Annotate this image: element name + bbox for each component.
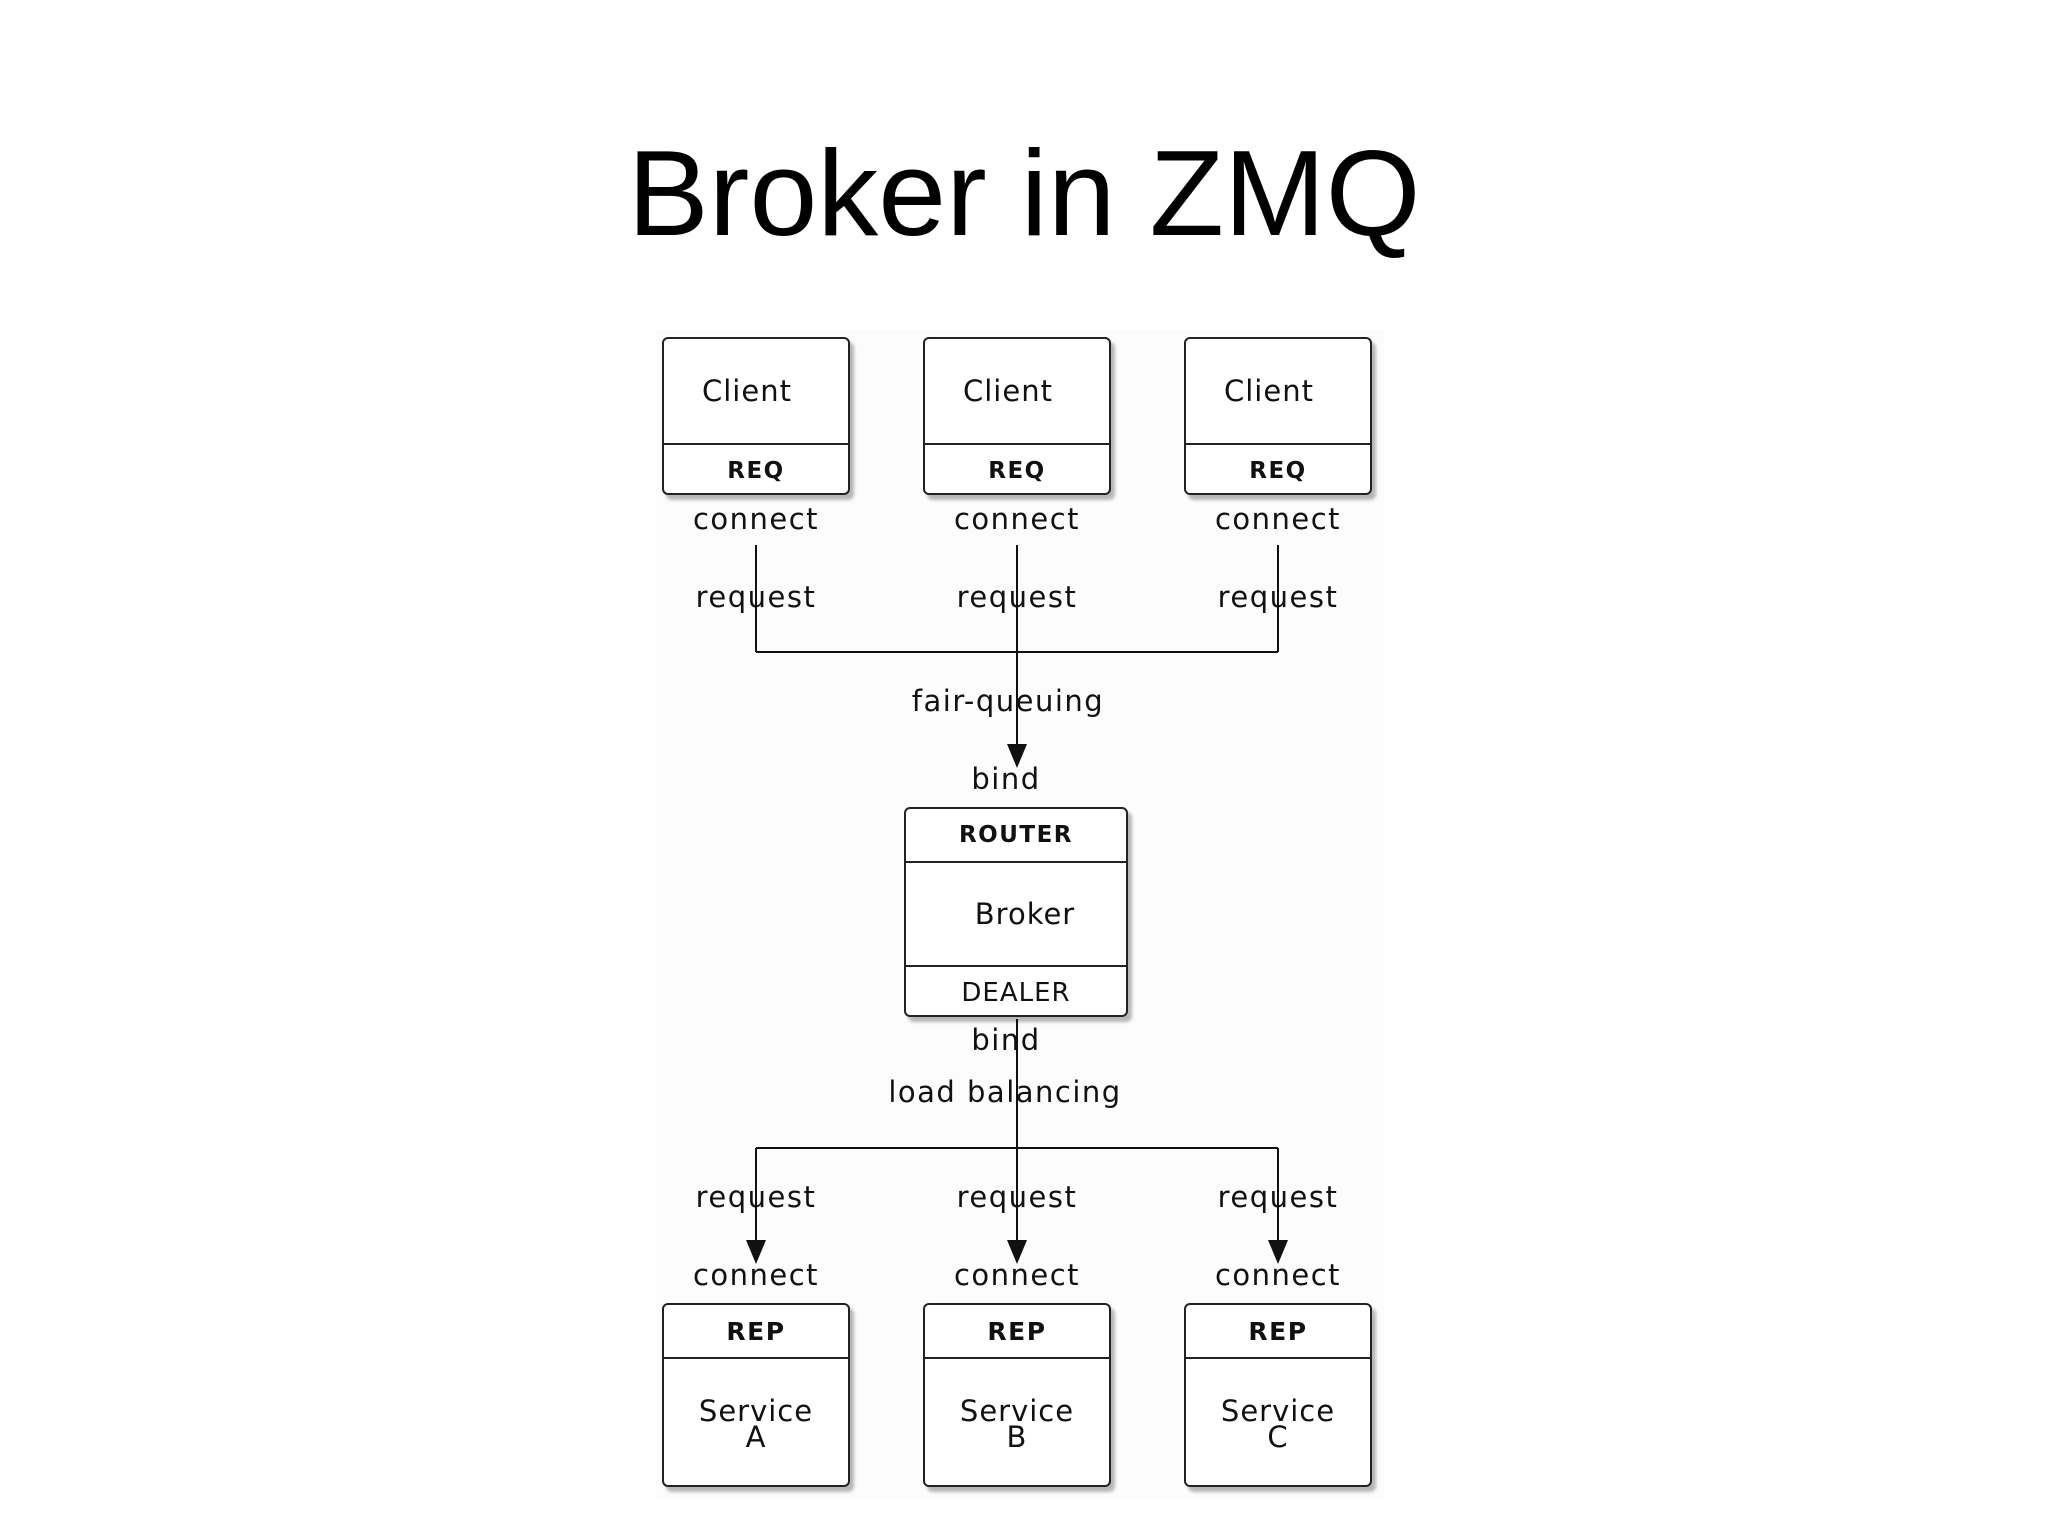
broker-label: Broker bbox=[906, 861, 1126, 965]
service-request-label: request bbox=[695, 1180, 817, 1214]
req-socket-label: REQ bbox=[664, 443, 848, 493]
service-label-block: Service B bbox=[925, 1357, 1109, 1485]
service-connect-label: connect bbox=[953, 1258, 1081, 1292]
client-connect-label: connect bbox=[1214, 502, 1342, 536]
client-label: Client bbox=[1224, 374, 1314, 408]
rep-socket-label: REP bbox=[987, 1316, 1047, 1346]
req-socket-label: REQ bbox=[925, 443, 1109, 493]
client-request-label: request bbox=[695, 580, 817, 614]
service-id: B bbox=[1006, 1420, 1028, 1454]
service-request-label: request bbox=[956, 1180, 1078, 1214]
client-request-label: request bbox=[1217, 580, 1339, 614]
service-connect-label: connect bbox=[1214, 1258, 1342, 1292]
rep-socket-label: REP bbox=[1248, 1316, 1308, 1346]
service-label: Service bbox=[1220, 1394, 1336, 1428]
client-node-3: Client REQ bbox=[1184, 337, 1372, 495]
broker-back-bind-label: bind bbox=[971, 1023, 1041, 1057]
service-node-c: REP Service C bbox=[1184, 1303, 1372, 1487]
service-label-block: Service C bbox=[1186, 1357, 1370, 1485]
client-connect-label: connect bbox=[692, 502, 820, 536]
load-balancing-label: load balancing bbox=[888, 1075, 1122, 1109]
service-label-block: Service A bbox=[664, 1357, 848, 1485]
client-connect-label: connect bbox=[953, 502, 1081, 536]
arrowhead-to-service-c bbox=[1268, 1240, 1288, 1264]
service-id: A bbox=[745, 1420, 767, 1454]
rep-socket-label: REP bbox=[726, 1316, 786, 1346]
client-label: Client bbox=[702, 374, 792, 408]
service-node-a: REP Service A bbox=[662, 1303, 850, 1487]
arrowhead-to-service-b bbox=[1007, 1240, 1027, 1264]
service-connect-label: connect bbox=[692, 1258, 820, 1292]
broker-front-bind-label: bind bbox=[971, 762, 1041, 796]
client-request-label: request bbox=[956, 580, 1078, 614]
client-node-1: Client REQ bbox=[662, 337, 850, 495]
req-socket-label: REQ bbox=[1186, 443, 1370, 493]
arrowhead-to-service-a bbox=[746, 1240, 766, 1264]
client-label: Client bbox=[963, 374, 1053, 408]
arrowhead-to-broker bbox=[1007, 744, 1027, 768]
service-label: Service bbox=[959, 1394, 1075, 1428]
service-request-label: request bbox=[1217, 1180, 1339, 1214]
router-socket-label: ROUTER bbox=[958, 822, 1074, 848]
broker-node: ROUTER Broker DEALER bbox=[904, 807, 1128, 1017]
service-id: C bbox=[1267, 1420, 1289, 1454]
client-node-2: Client REQ bbox=[923, 337, 1111, 495]
dealer-socket-label: DEALER bbox=[906, 965, 1126, 1015]
service-label: Service bbox=[698, 1394, 814, 1428]
fair-queuing-label: fair-queuing bbox=[911, 684, 1105, 718]
service-node-b: REP Service B bbox=[923, 1303, 1111, 1487]
slide-title: Broker in ZMQ bbox=[627, 125, 1421, 261]
